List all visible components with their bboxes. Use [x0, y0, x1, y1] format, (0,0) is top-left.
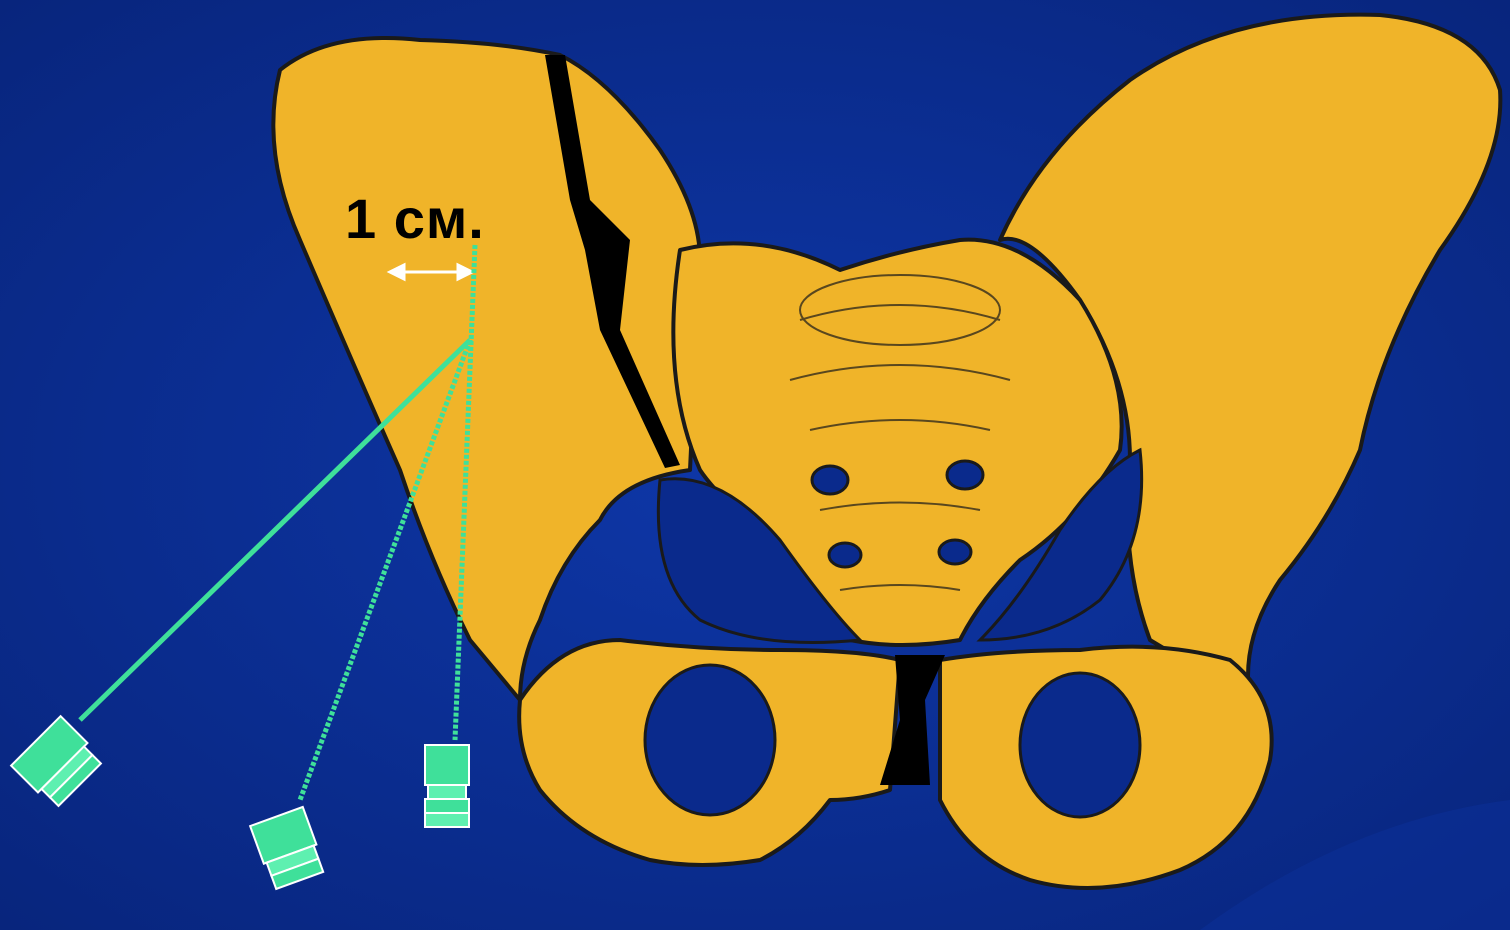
obturator-foramen-left	[645, 665, 775, 815]
obturator-foramen-right	[1020, 673, 1140, 817]
foramen-4	[939, 540, 971, 564]
distance-label: 1 см.	[345, 186, 485, 251]
foramen-2	[947, 461, 983, 489]
foramen-3	[829, 543, 861, 567]
foramen-1	[812, 466, 848, 494]
